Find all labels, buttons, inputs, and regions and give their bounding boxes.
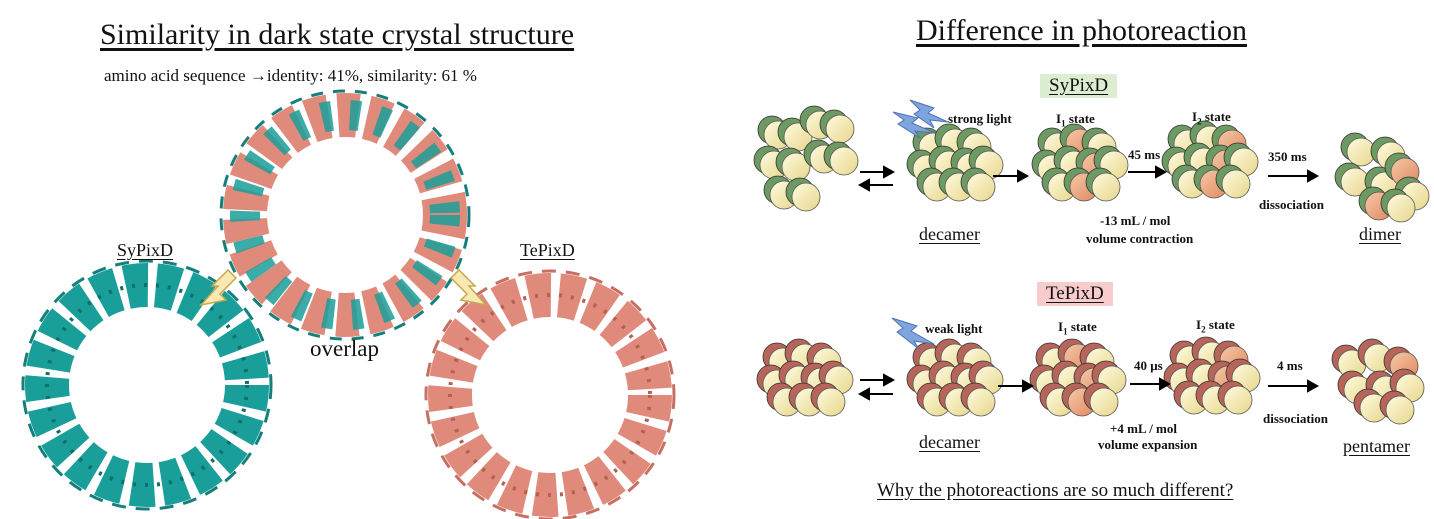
sypixd-decamer-label: decamer bbox=[919, 224, 980, 244]
tepixd-decamer-label: decamer bbox=[919, 432, 980, 452]
arrow-tepixd-to-overlap bbox=[449, 268, 489, 307]
sypixd-dimers-unit bbox=[823, 141, 859, 176]
tepixd-i1-unit bbox=[1083, 382, 1119, 417]
tepixd-pentamer-product-unit bbox=[1379, 390, 1415, 425]
tepixd-pentamer-product-unit bbox=[1353, 388, 1389, 423]
tepixd-structure bbox=[424, 269, 676, 519]
sequence-comparison-text: amino acid sequence →identity: 41%, simi… bbox=[104, 66, 477, 85]
sypixd-dimers-unit bbox=[819, 109, 855, 144]
sypixd-volume-text: volume contraction bbox=[1086, 231, 1194, 246]
tepixd-dissociation-label: dissociation bbox=[1263, 411, 1329, 426]
sypixd-dimer-product-unit bbox=[1340, 132, 1376, 167]
tepixd-tag: TePixD bbox=[1037, 282, 1113, 306]
sypixd-volume-value: -13 mL / mol bbox=[1100, 213, 1171, 228]
sypixd-i1-label: I1 state bbox=[1056, 111, 1095, 129]
closing-question: Why the photoreactions are so much diffe… bbox=[877, 480, 1234, 501]
overlap-label: overlap bbox=[310, 336, 379, 361]
sypixd-decamer-unit bbox=[960, 167, 996, 202]
tepixd-i1-label: I1 state bbox=[1058, 319, 1097, 337]
sypixd-dimers-unit bbox=[775, 147, 811, 182]
tepixd-decamer-pool-unit bbox=[810, 382, 846, 417]
molecule-clusters bbox=[753, 105, 1430, 425]
sypixd-product-label: dimer bbox=[1359, 224, 1401, 244]
tepixd-volume-text: volume expansion bbox=[1098, 437, 1198, 452]
tepixd-i2-unit bbox=[1217, 380, 1253, 415]
tepixd-time-2: 4 ms bbox=[1277, 358, 1303, 373]
sypixd-i2-label: I2 state bbox=[1192, 109, 1231, 127]
sypixd-dimer-product-unit bbox=[1334, 162, 1370, 197]
sypixd-tag: SyPixD bbox=[1040, 74, 1118, 98]
tepixd-structure-label: TePixD bbox=[520, 240, 575, 260]
sypixd-equilibrium-arrows bbox=[857, 165, 896, 192]
tepixd-time-1: 40 μs bbox=[1134, 358, 1163, 373]
sypixd-dimers-unit bbox=[785, 177, 821, 212]
sypixd-structure bbox=[21, 259, 273, 511]
tepixd-product-label: pentamer bbox=[1343, 436, 1410, 456]
tepixd-decamer-unit bbox=[960, 382, 996, 417]
arrow-sypixd-to-overlap bbox=[198, 268, 238, 307]
sypixd-time-2: 350 ms bbox=[1268, 149, 1307, 164]
sypixd-dissociation-label: dissociation bbox=[1259, 197, 1325, 212]
tepixd-pentamer-product-unit bbox=[1357, 338, 1393, 373]
tepixd-reaction-arrows bbox=[998, 377, 1320, 393]
tepixd-volume-value: +4 mL / mol bbox=[1110, 421, 1177, 436]
right-title: Difference in photoreaction bbox=[916, 14, 1247, 47]
left-title: Similarity in dark state crystal structu… bbox=[100, 18, 575, 51]
tepixd-i2-label: I2 state bbox=[1196, 317, 1235, 335]
sypixd-dimer-product-unit bbox=[1380, 188, 1416, 223]
weak-light-bolt-icon bbox=[891, 317, 935, 350]
sypixd-i1-unit bbox=[1085, 167, 1121, 202]
sypixd-light-label: strong light bbox=[948, 111, 1012, 126]
sypixd-i2-unit bbox=[1215, 164, 1251, 199]
sypixd-structure-label: SyPixD bbox=[117, 240, 174, 260]
strong-light-bolt-icon bbox=[892, 99, 949, 139]
sypixd-reaction-arrows bbox=[993, 165, 1320, 183]
overlap-structure bbox=[219, 89, 471, 341]
tepixd-equilibrium-arrows bbox=[857, 373, 896, 401]
tepixd-light-label: weak light bbox=[925, 321, 983, 336]
sypixd-time-1: 45 ms bbox=[1128, 147, 1161, 162]
